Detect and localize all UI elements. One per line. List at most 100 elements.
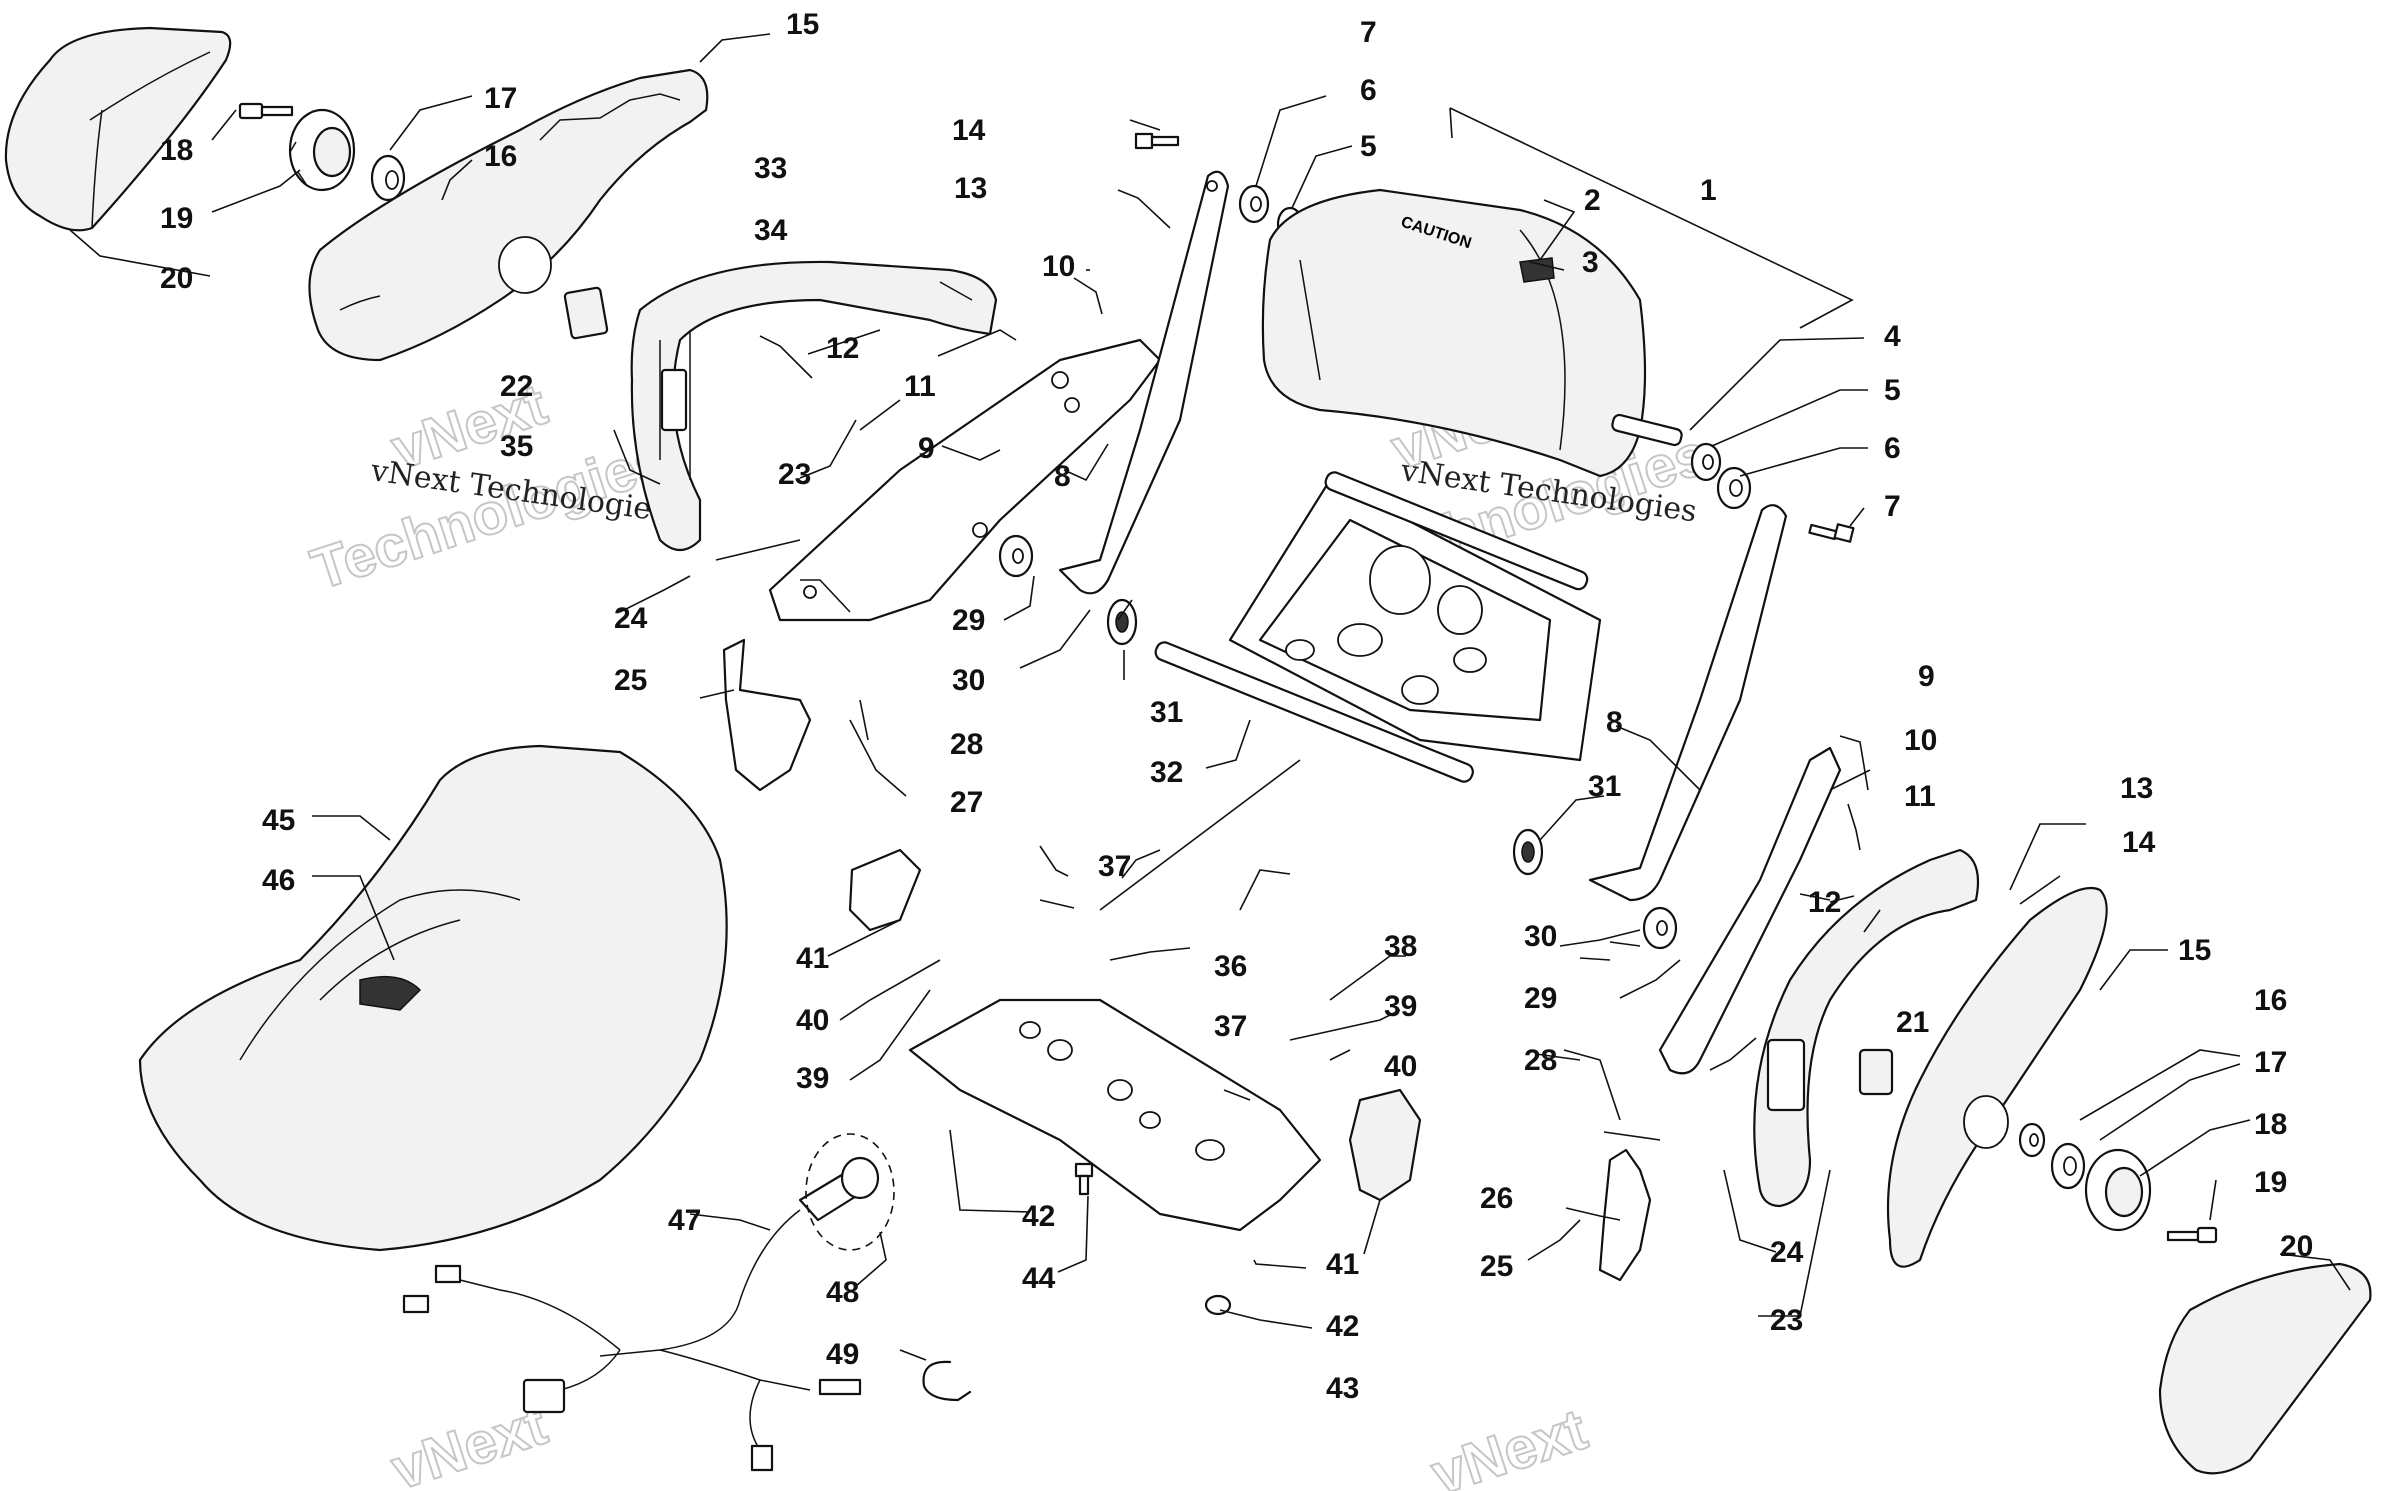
callout-40-right: 40	[1384, 1050, 1417, 1083]
part-9-left-frame	[768, 338, 1162, 622]
callout-17-left: 17	[484, 82, 517, 115]
callout-10-left: 10	[1042, 250, 1075, 283]
callout-37-mid: 37	[1214, 1010, 1247, 1043]
callout-25-left: 25	[614, 664, 647, 697]
callout-20-left: 20	[160, 262, 193, 295]
part-17-bushing-right	[2050, 1142, 2086, 1190]
callout-41-left: 41	[796, 942, 829, 975]
callout-29-left: 29	[952, 604, 985, 637]
part-31-gear-left	[1106, 598, 1138, 646]
part-20-left-side-cover	[4, 26, 232, 232]
part-49-clamp	[922, 1360, 972, 1402]
callout-5-right: 5	[1884, 374, 1901, 407]
callout-12-right: 12	[1808, 886, 1841, 919]
callout-31-left: 31	[1150, 696, 1183, 729]
callout-30-right: 30	[1524, 920, 1557, 953]
callout-13-left: 13	[954, 172, 987, 205]
callout-27: 27	[950, 786, 983, 819]
part-4-pivot-bushing	[1611, 413, 1683, 447]
callout-3: 3	[1582, 246, 1599, 279]
callout-19-right: 19	[2254, 1166, 2287, 1199]
callout-11-right: 11	[1904, 780, 1936, 813]
callout-45: 45	[262, 804, 295, 837]
callout-38: 38	[1384, 930, 1417, 963]
callout-44: 44	[1022, 1262, 1056, 1295]
callout-13-right: 13	[2120, 772, 2153, 805]
callout-48: 48	[826, 1276, 859, 1309]
callout-37-top: 37	[1098, 850, 1131, 883]
callout-29-right: 29	[1524, 982, 1557, 1015]
callout-5-top: 5	[1360, 130, 1377, 163]
callout-12-left: 12	[826, 332, 859, 365]
part-12-left-grab-handle	[630, 260, 998, 552]
callout-14-right: 14	[2122, 826, 2156, 859]
part-29-washer-left	[998, 534, 1034, 578]
callout-39-left: 39	[796, 1062, 829, 1095]
callout-10-right: 10	[1904, 724, 1937, 757]
part-6-spacer-top	[1238, 184, 1270, 224]
callout-17-right: 17	[2254, 1046, 2287, 1079]
leader-lines	[69, 33, 2351, 1361]
callout-9-right: 9	[1918, 660, 1935, 693]
part-20-right-side-cover	[2158, 1262, 2372, 1475]
callout-16-right: 16	[2254, 984, 2287, 1017]
part-left-upright-arm	[1058, 170, 1230, 595]
part-48-power-outlet	[798, 1133, 895, 1251]
part-19-bolt-right	[2166, 1226, 2218, 1244]
callout-7-top: 7	[1360, 16, 1377, 49]
callout-11-left: 11	[904, 370, 936, 403]
part-right-upright-arm	[1588, 504, 1788, 902]
part-22-clip	[563, 286, 609, 340]
part-41-latch-cover-bottom	[1348, 1088, 1422, 1202]
callout-6-right: 6	[1884, 432, 1901, 465]
callout-26: 26	[1480, 1182, 1513, 1215]
callout-24-right: 24	[1770, 1236, 1804, 1269]
callout-42-left: 42	[1022, 1200, 1055, 1233]
callout-39-right: 39	[1384, 990, 1417, 1023]
callout-36: 36	[1214, 950, 1247, 983]
part-25-left-latch	[722, 638, 812, 792]
callout-28-right: 28	[1524, 1044, 1557, 1077]
callout-30-left: 30	[952, 664, 985, 697]
callout-42-right: 42	[1326, 1310, 1359, 1343]
callout-31-right: 31	[1588, 770, 1621, 803]
callout-15-right: 15	[2178, 934, 2211, 967]
callout-8-left: 8	[1054, 460, 1071, 493]
callout-33: 33	[754, 152, 787, 185]
callout-40-left: 40	[796, 1004, 829, 1037]
part-45-seat-cushion	[138, 744, 728, 1252]
callout-6-top: 6	[1360, 74, 1377, 107]
callout-22: 22	[500, 370, 533, 403]
part-32-center-frame	[1154, 471, 1602, 783]
callout-9-left: 9	[918, 432, 935, 465]
part-41-latch-cover-top	[848, 848, 922, 932]
callout-47: 47	[668, 1204, 701, 1237]
part-19-bolt-left	[238, 102, 294, 120]
part-36-base-plate	[908, 998, 1322, 1232]
callout-18-right: 18	[2254, 1108, 2287, 1141]
callout-1: 1	[1700, 174, 1717, 207]
part-9-right-frame	[1658, 746, 1842, 1075]
part-21-clip	[1858, 1048, 1894, 1096]
watermark-ghost-lower-right: vNext	[1424, 1397, 1594, 1491]
part-1-bracket-line	[1449, 107, 1854, 329]
part-5-washer-right	[1690, 442, 1722, 482]
part-43-grommet	[1204, 1294, 1232, 1316]
callout-18-left: 18	[160, 134, 193, 167]
callout-8-right: 8	[1606, 706, 1623, 739]
callout-41-right: 41	[1326, 1248, 1359, 1281]
callout-2: 2	[1584, 184, 1601, 217]
part-6-spacer-right	[1716, 466, 1752, 510]
callout-16-left: 16	[484, 140, 517, 173]
part-7-bolt-right	[1808, 523, 1855, 543]
callout-43: 43	[1326, 1372, 1359, 1405]
part-1-backrest-assembly: CAUTION	[1261, 188, 1647, 478]
callout-25-right: 25	[1480, 1250, 1513, 1283]
part-7-bolt-top-left	[1134, 132, 1180, 150]
callout-20-right: 20	[2280, 1230, 2313, 1263]
callout-28-left: 28	[950, 728, 983, 761]
callout-23-left: 23	[778, 458, 811, 491]
part-31-gear-right	[1512, 828, 1544, 876]
callout-19-left: 19	[160, 202, 193, 235]
